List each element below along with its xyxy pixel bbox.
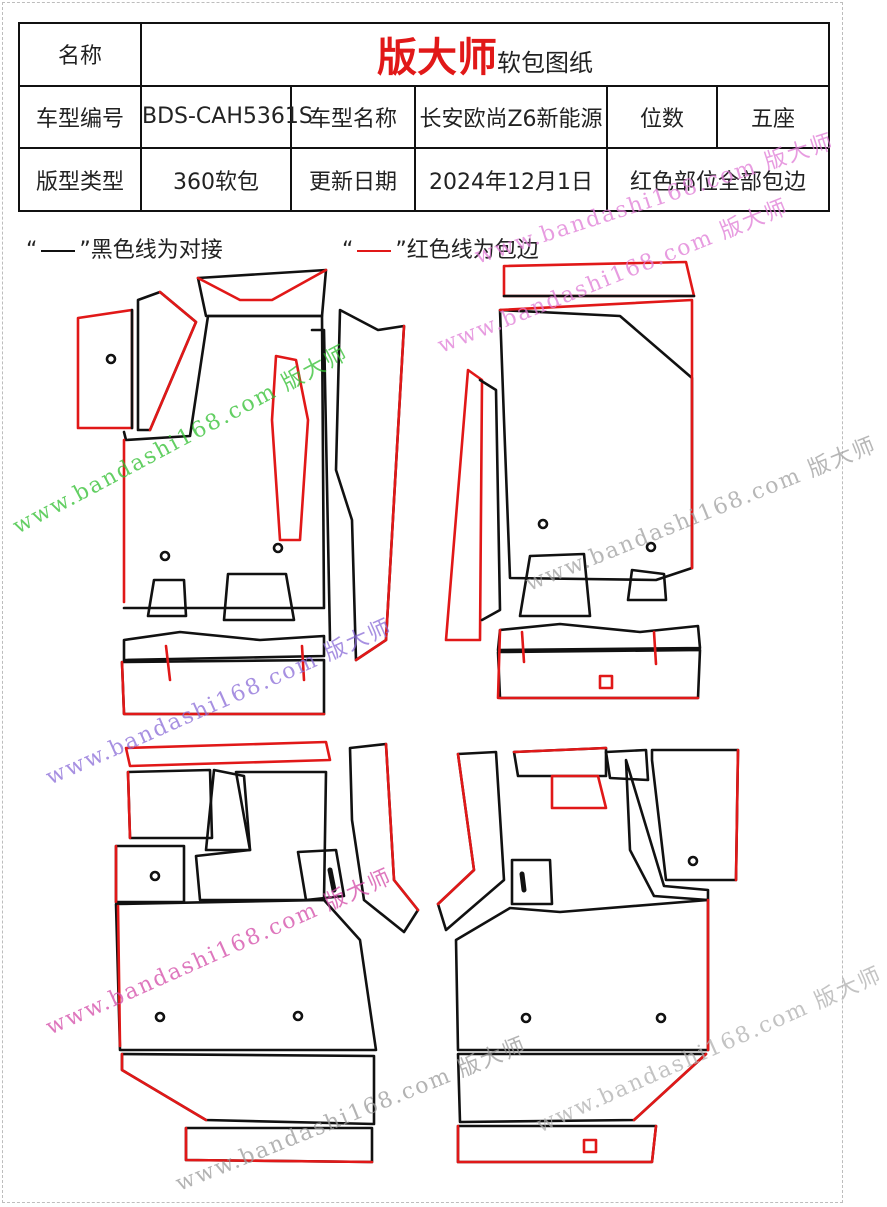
spec-row-model: 车型编号 BDS-CAH5361S 车型名称 长安欧尚Z6新能源 位数 五座 xyxy=(18,84,831,150)
brand-suffix: 软包图纸 xyxy=(497,49,594,78)
seats-label: 位数 xyxy=(606,84,718,150)
brand-name: 版大师 xyxy=(377,35,498,82)
drawing-sheet xyxy=(2,2,843,1203)
update-label: 更新日期 xyxy=(290,147,416,212)
type-value: 360软包 xyxy=(140,147,292,212)
panel-front-right xyxy=(444,260,702,700)
black-line-sample xyxy=(41,250,76,252)
model-name: 长安欧尚Z6新能源 xyxy=(414,84,608,150)
update-date: 2024年12月1日 xyxy=(414,147,608,212)
legend-red-text: ”红色线为包边 xyxy=(395,238,539,263)
mat-pattern-drawing xyxy=(76,260,740,1164)
panel-front-left xyxy=(76,268,406,716)
binding-note: 红色部位全部包边 xyxy=(605,147,831,212)
spec-row-title: 名称 版大师软包图纸 xyxy=(18,22,831,87)
red-line-sample xyxy=(357,250,392,252)
panel-rear-right xyxy=(436,746,740,1164)
model-code: BDS-CAH5361S xyxy=(140,84,313,150)
spec-row-type: 版型类型 360软包 更新日期 2024年12月1日 红色部位全部包边 xyxy=(18,147,831,212)
spec-table: 名称 版大师软包图纸 车型编号 BDS-CAH5361S 车型名称 长安欧尚Z6… xyxy=(18,22,831,212)
legend-black: “”黑色线为对接 xyxy=(26,238,223,263)
legend-red: “”红色线为包边 xyxy=(342,238,539,263)
seats-value: 五座 xyxy=(715,84,831,150)
type-label: 版型类型 xyxy=(18,147,142,212)
model-name-label: 车型名称 xyxy=(290,84,416,150)
panel-rear-left xyxy=(114,740,420,1164)
title-cell: 版大师软包图纸 xyxy=(139,22,831,87)
name-label: 名称 xyxy=(18,22,142,87)
legend-black-text: ”黑色线为对接 xyxy=(79,238,223,263)
model-code-label: 车型编号 xyxy=(18,84,142,150)
